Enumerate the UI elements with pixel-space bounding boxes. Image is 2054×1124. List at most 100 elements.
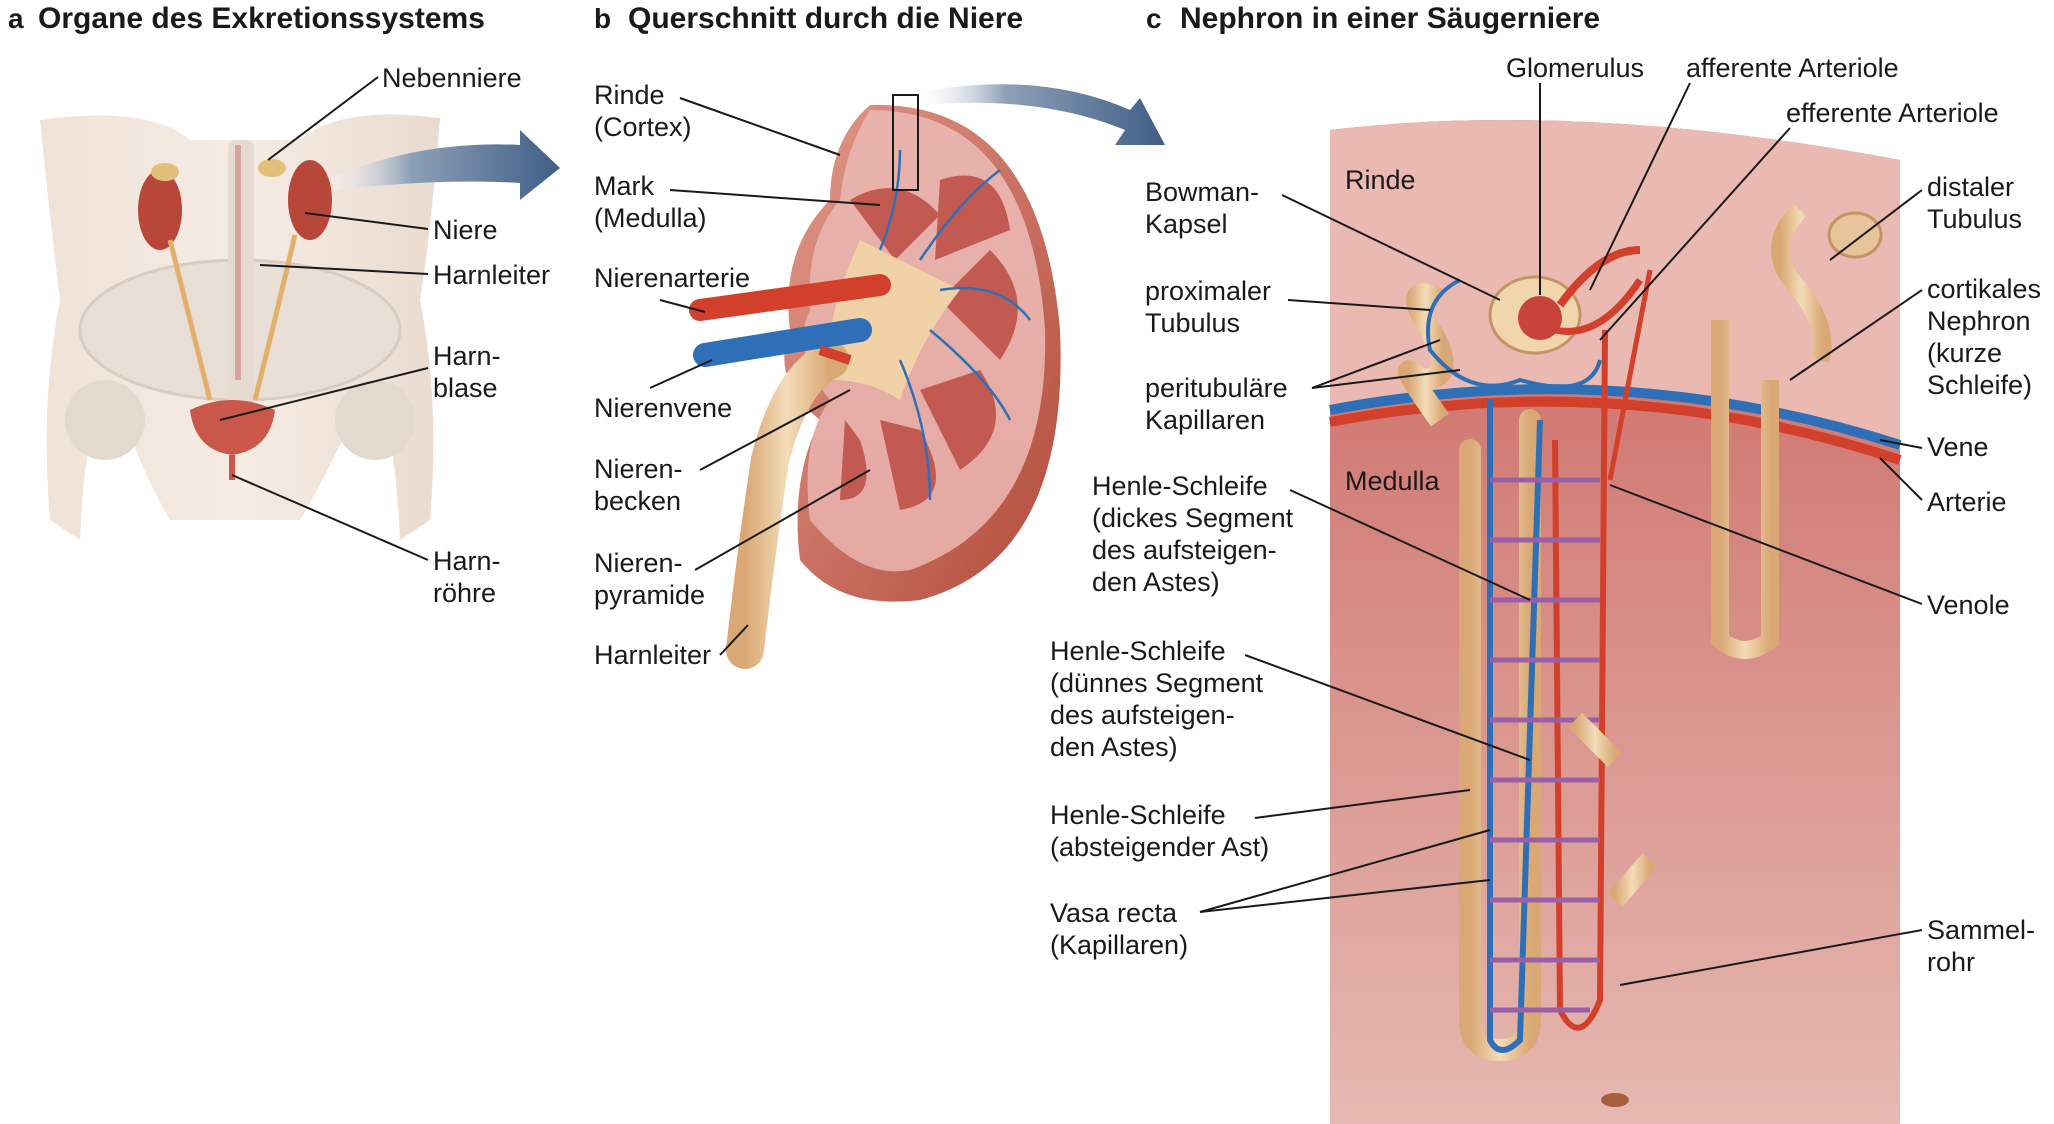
label-peritubulaer-1: peritubuläre	[1145, 373, 1288, 403]
label-nebenniere: Nebenniere	[382, 63, 522, 93]
label-distal-1: distaler	[1927, 172, 2014, 202]
label-harnroehre-1: Harn-	[433, 546, 501, 576]
label-nierenarterie: Nierenarterie	[594, 263, 750, 293]
zoom-box	[892, 94, 919, 191]
label-henle-dick-2: (dickes Segment	[1092, 503, 1294, 533]
label-proximal-1: proximaler	[1145, 276, 1271, 306]
cortical-loop	[1711, 320, 1779, 659]
panel-b-title: b Querschnitt durch die Niere	[594, 2, 1023, 35]
cortex-vessels	[878, 149, 1031, 501]
bladder	[190, 400, 275, 455]
label-vene: Vene	[1927, 432, 1989, 462]
panel-c-title: c Nephron in einer Säugerniere	[1146, 2, 1600, 35]
arcuate-artery	[1329, 396, 1902, 465]
distal-tubule	[1771, 203, 1832, 363]
peritubular-capillaries	[1426, 278, 1602, 389]
label-afferente: afferente Arteriole	[1686, 53, 1899, 83]
label-distal-2: Tubulus	[1927, 204, 2022, 234]
label-sammelrohr-2: rohr	[1927, 947, 1975, 977]
zone-medulla: Medulla	[1345, 466, 1441, 496]
panel-b-labels: Rinde (Cortex) Mark (Medulla) Nierenarte…	[594, 80, 881, 670]
label-nierenbecken-1: Nieren-	[594, 454, 683, 484]
label-harnleiter-b: Harnleiter	[594, 640, 711, 670]
collecting-duct-opening	[1601, 1093, 1629, 1107]
label-vasa-recta-1: Vasa recta	[1050, 898, 1178, 928]
ureter-right	[252, 234, 298, 401]
label-harnblase-2: blase	[433, 373, 498, 403]
cortical-glomerulus	[1827, 211, 1883, 259]
label-kortikal-3: (kurze	[1927, 338, 2002, 368]
label-harnleiter-a: Harnleiter	[433, 260, 550, 290]
label-venole: Venole	[1927, 590, 2010, 620]
label-bowman-1: Bowman-	[1145, 177, 1259, 207]
label-henle-duenn-4: den Astes)	[1050, 732, 1178, 762]
panel-c-illustration: Rinde Medulla	[1329, 120, 1902, 1124]
panel-c-heading: Nephron in einer Säugerniere	[1180, 2, 1600, 35]
hip-left	[65, 380, 145, 460]
label-henle-dick-4: den Astes)	[1092, 567, 1220, 597]
collecting-duct-branch1	[1567, 712, 1623, 768]
collecting-duct-branch2	[1607, 853, 1658, 907]
label-efferente: efferente Arteriole	[1786, 98, 1999, 128]
label-nierenpyramide-1: Nieren-	[594, 548, 683, 578]
zone-rinde: Rinde	[1345, 165, 1416, 195]
pyramid-1	[850, 188, 940, 260]
renal-vein	[693, 318, 872, 367]
label-nierenpyramide-2: pyramide	[594, 580, 705, 610]
label-mark-1: Mark	[594, 171, 654, 201]
label-proximal-2: Tubulus	[1145, 308, 1240, 338]
zoom-arrow-bc	[920, 84, 1165, 145]
kidney-left	[138, 170, 182, 250]
label-kortikal-2: Nephron	[1927, 306, 2031, 336]
efferent-arteriole	[1554, 278, 1643, 335]
label-mark-2: (Medulla)	[594, 203, 707, 233]
label-niere: Niere	[433, 215, 498, 245]
panel-c-letter: c	[1146, 3, 1162, 34]
cortex-zone	[1330, 120, 1900, 445]
panel-a-labels: Nebenniere Niere Harnleiter Harn- blase …	[219, 63, 550, 608]
label-kortikal-4: Schleife)	[1927, 370, 2032, 400]
panel-a-title: a Organe des Exkretionssystems	[8, 2, 485, 35]
kidney-right	[288, 160, 332, 240]
label-arterie: Arterie	[1927, 487, 2007, 517]
glomerulus	[1518, 296, 1562, 340]
panel-b-letter: b	[594, 3, 611, 34]
panel-b-illustration	[689, 94, 1061, 669]
label-henle-dick-3: des aufsteigen-	[1092, 535, 1277, 565]
renal-artery	[689, 274, 891, 321]
label-nierenbecken-2: becken	[594, 486, 681, 516]
label-harnblase-1: Harn-	[433, 341, 501, 371]
zoom-arrow-ab	[330, 130, 560, 200]
afferent-arteriole	[1556, 246, 1641, 308]
pyramid-4	[920, 370, 996, 470]
ureter-b	[726, 341, 849, 669]
panel-a-illustration	[40, 114, 440, 541]
hip-right	[335, 380, 415, 460]
pyramid-6	[840, 420, 867, 500]
panel-b-heading: Querschnitt durch die Niere	[628, 2, 1023, 35]
label-henle-ab-2: (absteigender Ast)	[1050, 832, 1269, 862]
label-rinde-2: (Cortex)	[594, 112, 692, 142]
renal-artery-branch	[818, 345, 852, 365]
venole	[1607, 269, 1653, 481]
adrenal-left	[151, 163, 179, 181]
label-henle-duenn-2: (dünnes Segment	[1050, 668, 1264, 698]
label-peritubulaer-2: Kapillaren	[1145, 405, 1265, 435]
label-harnroehre-2: röhre	[433, 578, 496, 608]
pyramid-3	[940, 250, 1018, 360]
label-henle-duenn-3: des aufsteigen-	[1050, 700, 1235, 730]
label-henle-ab-1: Henle-Schleife	[1050, 800, 1226, 830]
vasa-recta-vein	[1487, 400, 1543, 1053]
panel-a-letter: a	[8, 3, 24, 34]
label-kortikal-1: cortikales	[1927, 274, 2041, 304]
panel-c-labels: Glomerulus afferente Arteriole efferente…	[1050, 53, 2041, 986]
label-sammelrohr-1: Sammel-	[1927, 915, 2035, 945]
label-henle-duenn-1: Henle-Schleife	[1050, 636, 1226, 666]
label-henle-dick-1: Henle-Schleife	[1092, 471, 1268, 501]
label-bowman-2: Kapsel	[1145, 209, 1228, 239]
adrenal-right	[258, 159, 286, 177]
label-nierenvene: Nierenvene	[594, 393, 732, 423]
label-glomerulus: Glomerulus	[1506, 53, 1644, 83]
pyramid-2	[935, 175, 1010, 260]
